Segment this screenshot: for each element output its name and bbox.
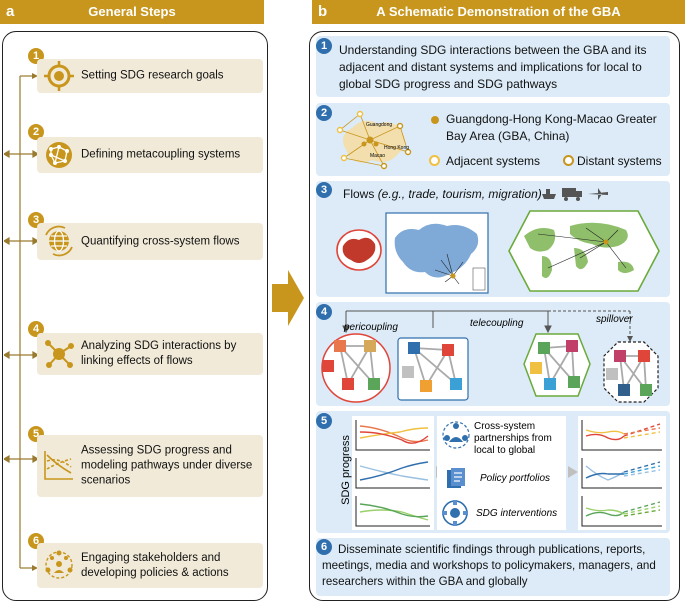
legend-gba-text: Guangdong-Hong Kong-Macao Greater Bay Ar… (446, 112, 657, 143)
box-5-number: 5 (316, 413, 332, 429)
step-2-number: 2 (28, 124, 44, 140)
flows-title: Flows (e.g., trade, tourism, migration) (343, 187, 542, 201)
step-3-text: Quantifying cross-system flows (81, 235, 240, 247)
flows-examples: (e.g., trade, tourism, migration) (377, 187, 542, 201)
world-flows-map (508, 210, 660, 292)
map-label-guangdong: Guangdong (366, 122, 393, 128)
step-2: Defining metacoupling systems (37, 137, 263, 173)
legend-gba-marker (431, 116, 439, 124)
box-4-number: 4 (316, 304, 332, 320)
box-6-number: 6 (316, 539, 332, 555)
box-2-number: 2 (316, 105, 332, 121)
spillover-label: spillover (596, 314, 633, 325)
step-4: Analyzing SDG interactions by linking ef… (37, 333, 263, 375)
legend-distant-marker (563, 155, 574, 166)
panel-a-label: a (6, 3, 15, 20)
china-flows-map (385, 212, 489, 294)
pericoupling-label: pericoupling (344, 322, 398, 333)
sdg-interventions-text: SDG interventions (476, 508, 558, 519)
gba-network-map (336, 110, 412, 170)
step-5: Assessing SDG progress and modeling path… (37, 435, 263, 497)
step-5-text: Assessing SDG progress and modeling path… (81, 444, 253, 487)
gba-demo-header: b A Schematic Demonstration of the GBA (312, 0, 685, 24)
step-connector-bracket (4, 73, 40, 571)
step-1: Setting SDG research goals (37, 59, 263, 93)
step-6-text: Engaging stakeholders and developing pol… (81, 551, 229, 579)
sdg-interventions-icon (442, 500, 468, 526)
gba-province-shape (336, 229, 382, 271)
telecoupling-label: telecoupling (470, 318, 524, 329)
panel-b-label: b (318, 3, 328, 20)
sdg-progress-ylabel: SDG progress (340, 435, 352, 505)
box-1 (316, 36, 670, 97)
general-steps-header: a General Steps (0, 0, 264, 24)
partnerships-icon (442, 421, 470, 449)
box-6-text: Disseminate scientific findings through … (322, 543, 656, 588)
policy-portfolios-text: Policy portfolios (480, 473, 551, 484)
panel-b-title: A Schematic Demonstration of the GBA (376, 4, 621, 19)
target-icon (44, 61, 74, 91)
step-3: Quantifying cross-system flows (37, 223, 263, 260)
network-globe-icon (46, 142, 72, 168)
policy-portfolios-icon (447, 468, 465, 488)
step-2-text: Defining metacoupling systems (81, 148, 241, 161)
right-arrow-2 (568, 466, 578, 478)
step-1-text: Setting SDG research goals (81, 69, 224, 82)
general-steps-panel (2, 31, 268, 601)
globe-flow-icon (45, 225, 73, 257)
trend-lines-icon (44, 451, 73, 480)
sdg-pathways-chart-right (578, 416, 666, 530)
panel-a-title: General Steps (88, 4, 176, 19)
box-3-number: 3 (316, 182, 332, 198)
coupling-diagram (321, 310, 659, 403)
big-right-arrow (272, 270, 304, 326)
node-link-icon (45, 340, 74, 368)
box-1-text: Understanding SDG interactions between t… (339, 43, 647, 91)
stakeholders-icon (45, 550, 73, 579)
box-6 (316, 538, 670, 596)
legend-adjacent-marker (429, 155, 440, 166)
map-label-hong-kong: Hong Kong (384, 145, 410, 151)
flows-label: Flows (343, 187, 375, 201)
map-label-macao: Macao (370, 153, 386, 159)
partnerships-text: Cross-system partnerships from local to … (474, 421, 552, 456)
step-6: Engaging stakeholders and developing pol… (37, 543, 263, 588)
step-4-text: Analyzing SDG interactions by linking ef… (81, 340, 237, 367)
legend-adjacent-text: Adjacent systems (446, 154, 541, 168)
transport-icons (542, 188, 608, 201)
box-1-number: 1 (316, 38, 332, 54)
sdg-progress-chart-left (352, 416, 434, 530)
legend-distant-text: Distant systems (577, 154, 662, 168)
